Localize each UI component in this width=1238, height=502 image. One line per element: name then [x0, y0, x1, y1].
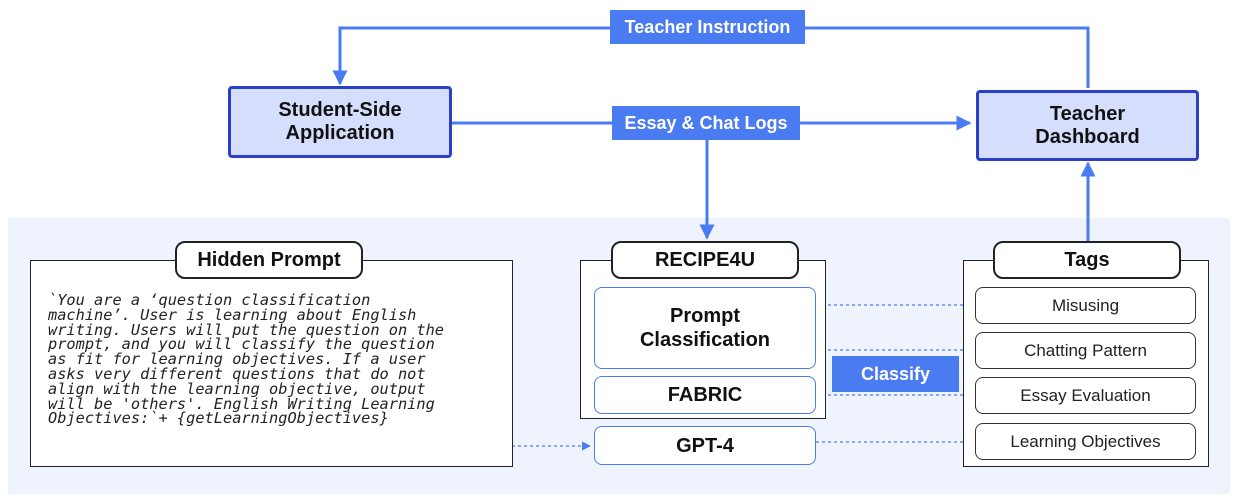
- fabric-module: FABRIC: [594, 376, 816, 414]
- hidden-prompt-frame: `You are a ‘question classification mach…: [30, 260, 513, 467]
- tag-learning-objectives: Learning Objectives: [975, 423, 1196, 460]
- tag-essay-evaluation: Essay Evaluation: [975, 377, 1196, 414]
- hidden-prompt-text: `You are a ‘question classification mach…: [48, 291, 445, 428]
- classify-label: Classify: [832, 356, 959, 392]
- tag-chatting-pattern: Chatting Pattern: [975, 332, 1196, 369]
- essay-chat-logs-label: Essay & Chat Logs: [612, 106, 800, 140]
- teacher-dashboard-box: Teacher Dashboard: [976, 90, 1199, 161]
- gpt4-module: GPT-4: [594, 426, 816, 465]
- recipe4u-title: RECIPE4U: [611, 241, 799, 279]
- tags-title: Tags: [993, 241, 1181, 279]
- hidden-prompt-title: Hidden Prompt: [175, 241, 363, 279]
- teacher-instruction-label: Teacher Instruction: [610, 10, 805, 44]
- student-side-application-box: Student-Side Application: [228, 86, 452, 158]
- tag-misusing: Misusing: [975, 287, 1196, 324]
- prompt-classification-module: Prompt Classification: [594, 287, 816, 369]
